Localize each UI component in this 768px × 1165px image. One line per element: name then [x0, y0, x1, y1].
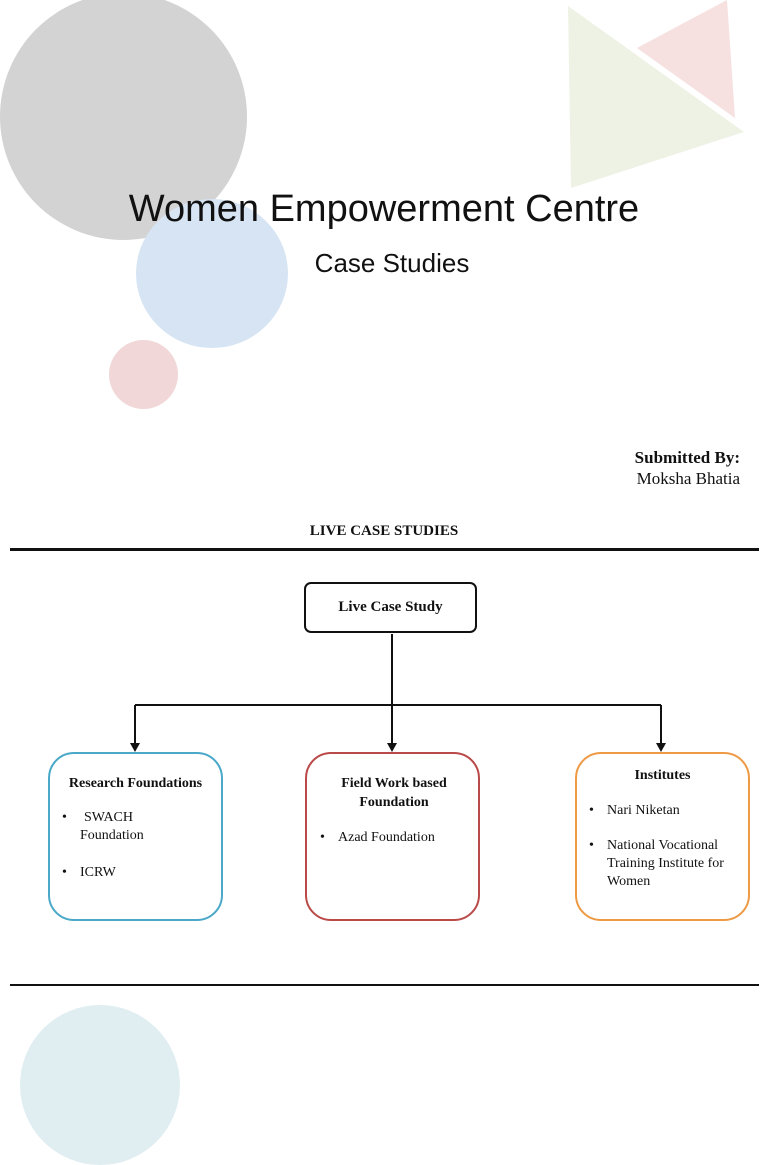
node-title: Field Work based Foundation	[341, 776, 447, 810]
section-heading: LIVE CASE STUDIES	[309, 523, 459, 539]
bullet-icon: •	[62, 865, 67, 880]
decorative-pink-circle	[109, 340, 178, 409]
diagram-root-node: Live Case Study	[304, 582, 477, 633]
author-name: Moksha Bhatia	[636, 469, 740, 488]
divider-top	[10, 548, 759, 551]
list-item-text: Nari Niketan	[607, 803, 680, 818]
decorative-teal-circle	[20, 1005, 180, 1165]
connector-lines	[134, 634, 662, 745]
list-item: • Azad Foundation	[320, 829, 470, 847]
list-item: • Nari Niketan	[589, 802, 739, 820]
decorative-blue-circle	[136, 199, 288, 348]
page-title: Women Empowerment Centre	[128, 188, 640, 230]
connector-arrowheads	[130, 743, 666, 752]
bullet-icon: •	[62, 810, 67, 825]
bullet-icon: •	[320, 830, 325, 845]
arrowhead-right	[656, 743, 666, 752]
decorative-green-triangle	[568, 6, 744, 188]
list-item-text: ICRW	[80, 865, 116, 880]
node-title: Research Foundations	[68, 776, 203, 791]
list-item-text: National Vocational Training Institute f…	[607, 838, 724, 889]
decorative-pink-triangle	[637, 0, 735, 118]
list-item: • SWACH Foundation	[62, 809, 212, 845]
list-item-text: SWACH Foundation	[80, 810, 144, 843]
page-subtitle: Case Studies	[314, 248, 470, 278]
bullet-icon: •	[589, 803, 594, 818]
list-item: • National Vocational Training Institute…	[589, 837, 739, 891]
diagram-node-field-work-foundation: Field Work based Foundation • Azad Found…	[305, 752, 480, 921]
diagram-node-research-foundations: Research Foundations • SWACH Foundation …	[48, 752, 223, 921]
diagram-node-institutes: Institutes • Nari Niketan • National Voc…	[575, 752, 750, 921]
divider-bottom	[10, 984, 759, 986]
list-item: • ICRW	[62, 864, 212, 882]
bullet-icon: •	[589, 838, 594, 853]
arrowhead-center	[387, 743, 397, 752]
list-item-text: Azad Foundation	[338, 830, 435, 845]
submitted-by-label: Submitted By:	[634, 448, 740, 467]
node-title: Institutes	[634, 768, 691, 783]
arrowhead-left	[130, 743, 140, 752]
